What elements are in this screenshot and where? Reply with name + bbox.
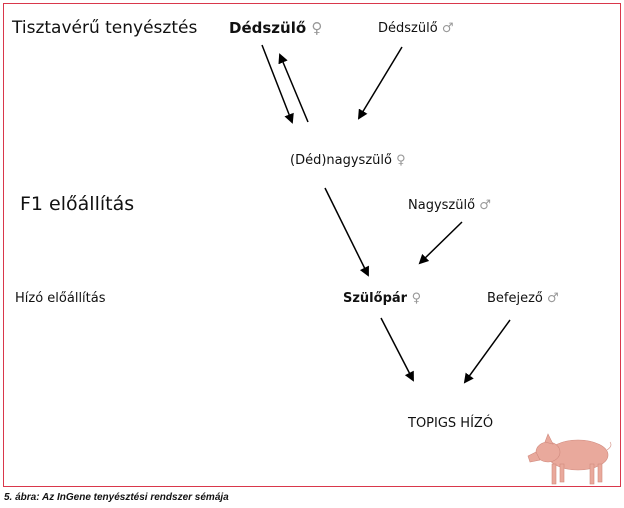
node-finisher: TOPIGS HÍZÓ bbox=[408, 416, 494, 431]
node-parent-female: Szülőpár ♀ bbox=[343, 292, 421, 305]
arrow-gp-male-to-parent bbox=[418, 221, 463, 265]
node-grandparent-male: Nagyszülő ♂ bbox=[408, 199, 491, 212]
node-label: Dédszülő bbox=[229, 19, 307, 37]
arrow-ggp-male-to-gp bbox=[357, 46, 403, 120]
level-purebred: Tisztavérű tenyésztés bbox=[12, 18, 198, 38]
arrow-ggp-female-to-gp bbox=[261, 44, 294, 124]
male-icon: ♂ bbox=[547, 291, 559, 306]
node-great-grandparent-male: Dédszülő ♂ bbox=[378, 22, 453, 35]
level-finisher: Hízó előállítás bbox=[15, 291, 106, 306]
diagram-frame bbox=[3, 3, 621, 487]
arrow-parent-to-finisher bbox=[380, 317, 414, 382]
arrow-gp-female-to-parent bbox=[324, 187, 369, 277]
node-label: Szülőpár bbox=[343, 291, 408, 306]
arrow-terminal-to-finisher bbox=[463, 319, 511, 384]
node-great-grandparent-female: Dédszülő ♀ bbox=[229, 21, 322, 36]
node-label: Befejező bbox=[487, 291, 543, 306]
female-icon: ♀ bbox=[396, 153, 406, 168]
node-grandparent-female: (Déd)nagyszülő ♀ bbox=[290, 154, 406, 167]
node-label: (Déd)nagyszülő bbox=[290, 153, 392, 168]
figure-caption: 5. ábra: Az InGene tenyésztési rendszer … bbox=[4, 492, 229, 503]
node-label: Nagyszülő bbox=[408, 198, 476, 213]
level-f1: F1 előállítás bbox=[20, 193, 135, 215]
male-icon: ♂ bbox=[441, 21, 454, 36]
node-label: Dédszülő bbox=[378, 21, 438, 36]
pig-icon bbox=[527, 433, 612, 485]
node-terminal-male: Befejező ♂ bbox=[487, 292, 559, 305]
male-icon: ♂ bbox=[479, 198, 491, 213]
female-icon: ♀ bbox=[311, 19, 323, 37]
female-icon: ♀ bbox=[411, 291, 422, 306]
arrow-gp-to-ggp-female bbox=[278, 53, 309, 123]
